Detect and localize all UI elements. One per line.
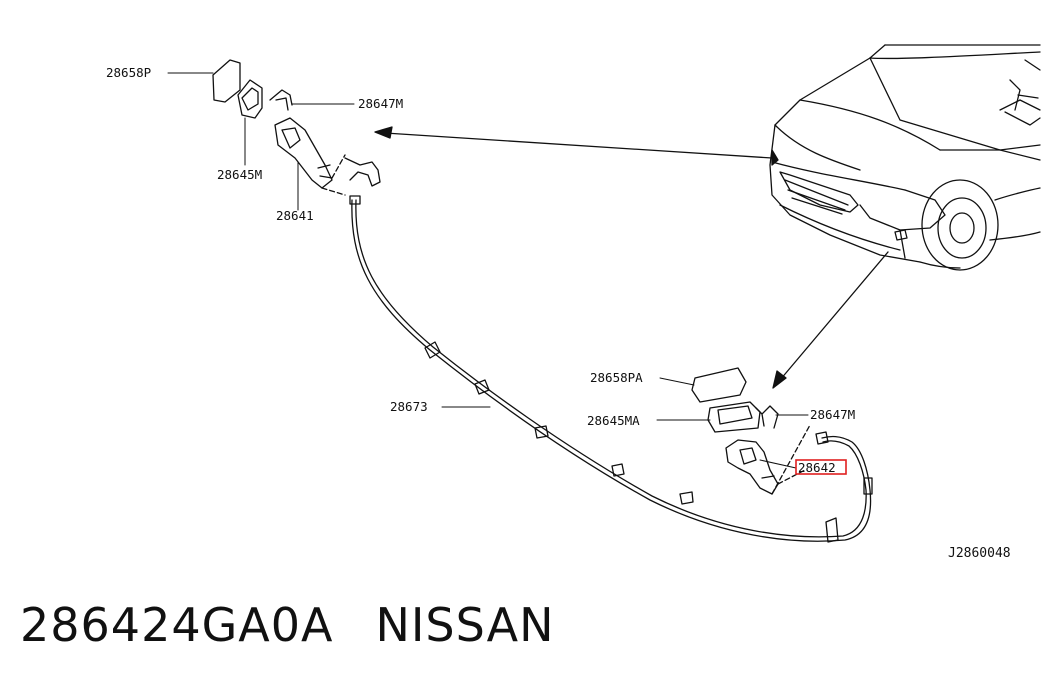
part-number: 286424GA0A (20, 598, 334, 652)
washer-hose (349, 195, 873, 543)
callout-upper-nozzle: 28641 (276, 208, 314, 223)
callout-lower-bracket: 28645MA (587, 413, 640, 428)
highlight-box (795, 459, 847, 475)
callout-upper-clip: 28647M (358, 96, 403, 111)
brand-name: NISSAN (375, 598, 555, 652)
diagram-reference-code: J2860048 (948, 546, 1011, 561)
callout-upper-cap: 28658P (106, 65, 151, 80)
callout-lower-clip: 28647M (810, 407, 855, 422)
part-title: 286424GA0A NISSAN (20, 598, 555, 652)
callout-hose: 28673 (390, 399, 428, 414)
lower-washer-assembly (691, 367, 811, 495)
vehicle-front-illustration (769, 44, 1041, 271)
callout-upper-bracket: 28645M (217, 167, 262, 182)
callout-lower-cap: 28658PA (590, 370, 643, 385)
upper-washer-assembly (212, 59, 381, 196)
callout-lower-nozzle: 28642 (798, 460, 836, 475)
location-arrows (374, 126, 889, 389)
leader-lines (167, 72, 809, 469)
